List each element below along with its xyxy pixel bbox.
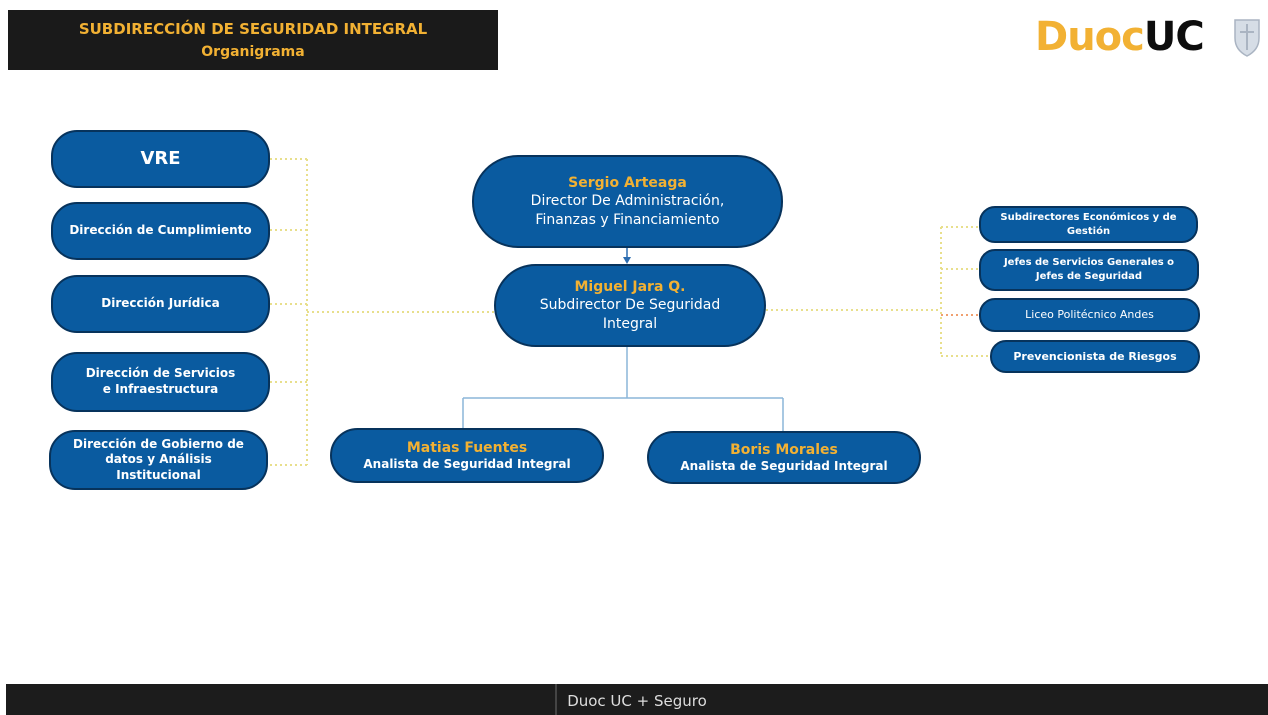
analyst-matias-fuentes-name: Matias Fuentes <box>406 439 528 456</box>
crest-icon <box>1234 19 1260 57</box>
header-banner: SUBDIRECCIÓN DE SEGURIDAD INTEGRAL Organ… <box>8 10 498 70</box>
analyst-matias-fuentes-role: Analista de Seguridad Integral <box>363 456 571 471</box>
logo-text-uc: UC <box>1143 14 1205 60</box>
subdirector-name: Miguel Jara Q. <box>574 279 686 296</box>
unit-direccion-gobierno-datos: Dirección de Gobierno de datos y Análisi… <box>49 430 268 490</box>
unit-subdirectores-economicos: Subdirectores Económicos y de Gestión <box>979 206 1198 243</box>
analyst-boris-morales-name: Boris Morales <box>730 441 838 458</box>
analyst-boris-morales-role: Analista de Seguridad Integral <box>680 458 888 473</box>
unit-direccion-cumplimiento: Dirección de Cumplimiento <box>51 202 270 260</box>
logo-text-duoc: Duoc <box>1035 14 1145 60</box>
duoc-uc-logo: DuocUC <box>1035 14 1205 60</box>
unit-direccion-cumplimiento-label: Dirección de Cumplimiento <box>69 223 252 238</box>
subdirector-role: Subdirector De Seguridad Integral <box>539 297 721 332</box>
footer-divider <box>555 684 557 715</box>
unit-vre-label: VRE <box>140 148 181 170</box>
unit-vre: VRE <box>51 130 270 188</box>
director-role: Director De Administración, Finanzas y F… <box>530 193 725 228</box>
unit-subdirectores-economicos-label: Subdirectores Económicos y de Gestión <box>1000 211 1177 237</box>
unit-prevencionista-label: Prevencionista de Riesgos <box>1013 349 1177 363</box>
unit-direccion-juridica: Dirección Jurídica <box>51 275 270 333</box>
unit-liceo-politecnico: Liceo Politécnico Andes <box>979 298 1200 332</box>
unit-direccion-gobierno-datos-label: Dirección de Gobierno de datos y Análisi… <box>73 436 244 482</box>
analyst-matias-fuentes: Matias Fuentes Analista de Seguridad Int… <box>330 428 604 483</box>
unit-jefes-servicios-label: Jefes de Servicios Generales o Jefes de … <box>1003 257 1175 282</box>
unit-jefes-servicios: Jefes de Servicios Generales o Jefes de … <box>979 249 1199 291</box>
header-subtitle: Organigrama <box>201 44 305 60</box>
subdirector-node: Miguel Jara Q. Subdirector De Seguridad … <box>494 264 766 347</box>
footer-text: Duoc UC + Seguro <box>567 692 707 710</box>
footer-bar: Duoc UC + Seguro <box>6 684 1268 715</box>
unit-direccion-servicios: Dirección de Servicios e Infraestructura <box>51 352 270 412</box>
header-title: SUBDIRECCIÓN DE SEGURIDAD INTEGRAL <box>78 20 428 38</box>
director-name: Sergio Arteaga <box>568 175 687 192</box>
unit-liceo-politecnico-label: Liceo Politécnico Andes <box>1025 308 1154 322</box>
unit-prevencionista: Prevencionista de Riesgos <box>990 340 1200 373</box>
unit-direccion-servicios-label: Dirección de Servicios e Infraestructura <box>85 366 236 396</box>
analyst-boris-morales: Boris Morales Analista de Seguridad Inte… <box>647 431 921 484</box>
unit-direccion-juridica-label: Dirección Jurídica <box>101 296 220 311</box>
director-node: Sergio Arteaga Director De Administració… <box>472 155 783 248</box>
